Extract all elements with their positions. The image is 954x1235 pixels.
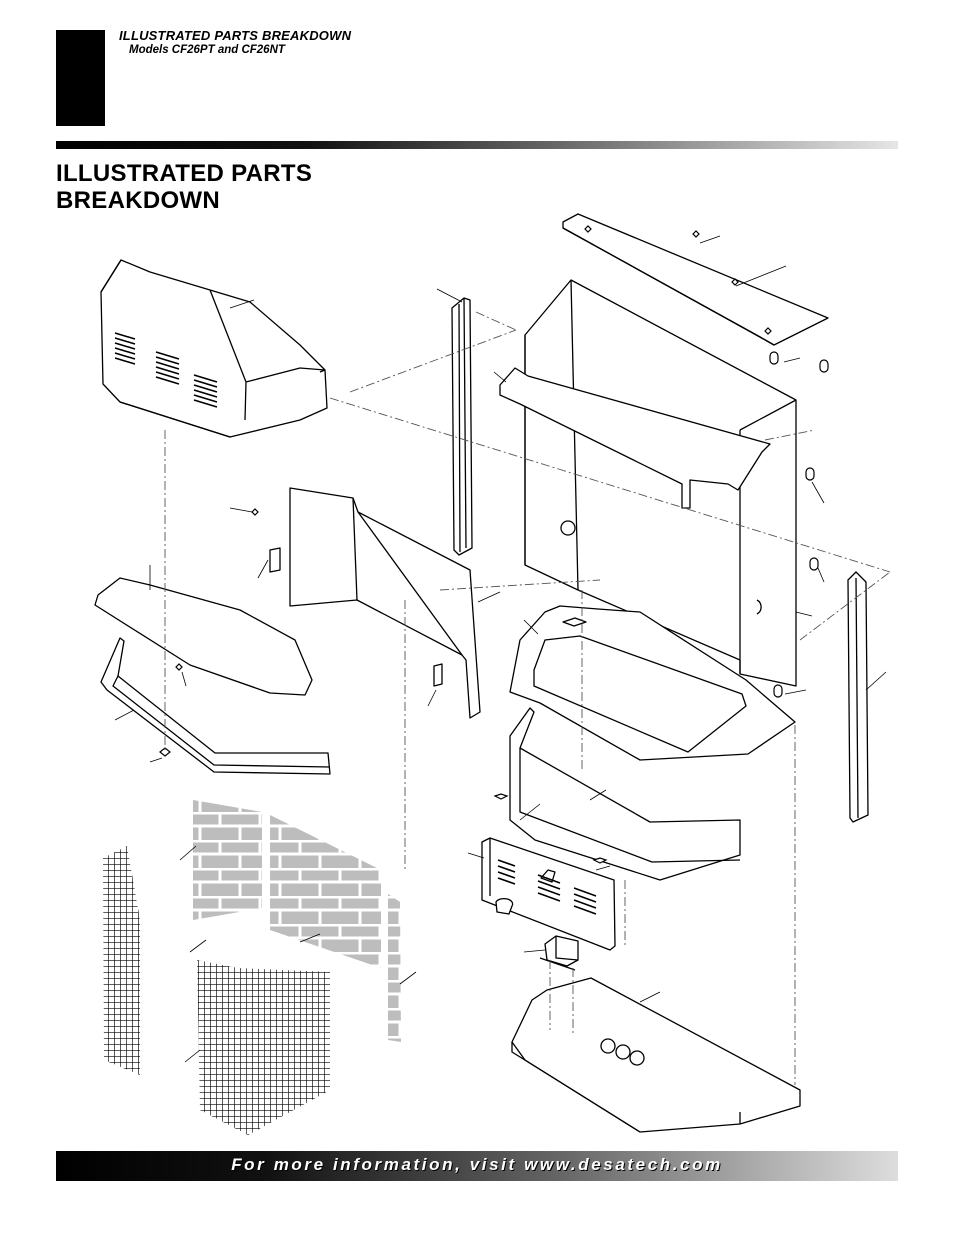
right-channel-part xyxy=(847,571,869,823)
right-bracket-part xyxy=(433,663,443,687)
top-bezel-part xyxy=(94,577,313,696)
control-panel-part xyxy=(481,837,616,951)
section-tab xyxy=(56,30,105,126)
fasteners xyxy=(159,225,829,864)
left-channel-part xyxy=(451,297,473,556)
left-screen-part xyxy=(103,846,140,1075)
header-title: ILLUSTRATED PARTS BREAKDOWN xyxy=(119,28,352,43)
top-panel-part xyxy=(562,213,829,346)
right-screen-part xyxy=(197,960,330,1135)
left-bracket-part xyxy=(269,547,281,573)
header-rule xyxy=(56,141,898,149)
bottom-bezel-part xyxy=(100,637,331,775)
firebox-walls-part xyxy=(289,487,481,719)
back-brick-liner-part xyxy=(270,815,381,968)
footer-website-text[interactable]: For more information, visit www.desatech… xyxy=(231,1155,723,1174)
lower-bezel-part xyxy=(509,707,741,881)
page-title: ILLUSTRATED PARTS BREAKDOWN xyxy=(56,160,313,214)
cabinet-box-part xyxy=(524,279,797,687)
leader-lines xyxy=(114,235,887,1063)
alignment-lines xyxy=(164,311,891,1085)
right-brick-liner-part xyxy=(388,894,401,1042)
firebox-floor-part xyxy=(509,605,796,761)
header-subtitle: Models CF26PT and CF26NT xyxy=(129,44,285,56)
heat-shield-part xyxy=(499,367,771,509)
base-pan-part xyxy=(511,977,801,1133)
valve-bracket-part xyxy=(539,935,579,971)
control-knob-part xyxy=(495,898,514,915)
left-brick-liner-part xyxy=(193,800,262,920)
top-hood-part xyxy=(100,259,328,438)
footer-bar: For more information, visit www.desatech… xyxy=(56,1151,898,1181)
